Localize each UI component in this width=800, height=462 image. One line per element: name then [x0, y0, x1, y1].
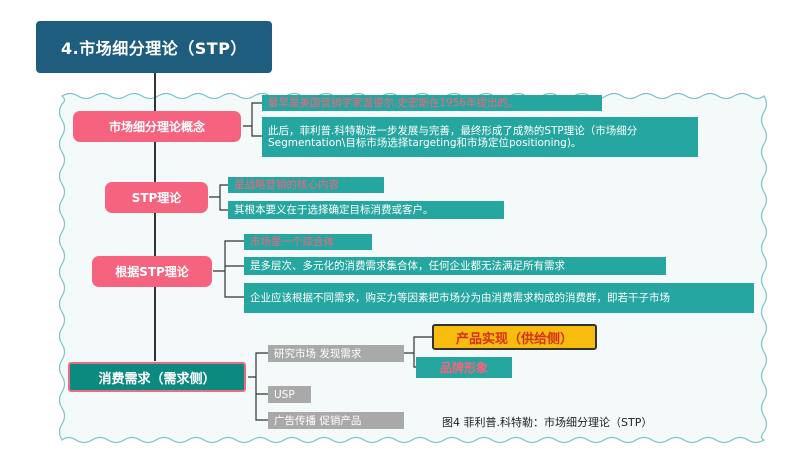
leaf-basis-demand: 是多层次、多元化的消费需求集合体，任何企业都无法满足所有需求	[244, 257, 666, 275]
leaf-research-market: 研究市场 发现需求	[268, 345, 404, 362]
leaf-advertising: 广告传播 促销产品	[268, 412, 404, 429]
node-supply: 产品实现（供给侧）	[432, 324, 597, 350]
leaf-concept-origin: 最早是美国营销学家温德尔.史密斯在1956年提出的。	[262, 95, 602, 111]
leaf-usp: USP	[268, 386, 311, 403]
node-stp: STP理论	[105, 182, 208, 213]
leaf-stp-essence: 其根本要义在于选择确定目标消费或客户。	[228, 201, 504, 219]
node-demand: 消费需求（需求侧）	[68, 362, 246, 392]
page-title: 4.市场细分理论（STP）	[36, 21, 272, 73]
node-basis: 根据STP理论	[92, 256, 212, 287]
leaf-basis-complex: 市场是一个综合体	[244, 234, 372, 250]
node-concept: 市场细分理论概念	[73, 111, 241, 142]
figure-caption: 图4 菲利普.科特勒：市场细分理论（STP）	[442, 416, 653, 429]
leaf-concept-stp: 此后，菲利普.科特勒进一步发展与完善，最终形成了成熟的STP理论（市场细分Seg…	[262, 117, 698, 157]
node-brand-image: 品牌形象	[416, 357, 512, 378]
leaf-basis-segment: 企业应该根据不同需求，购买力等因素把市场分为由消费需求构成的消费群，即若干子市场	[244, 283, 754, 313]
leaf-stp-core: 是战略营销的核心内容	[228, 177, 384, 193]
